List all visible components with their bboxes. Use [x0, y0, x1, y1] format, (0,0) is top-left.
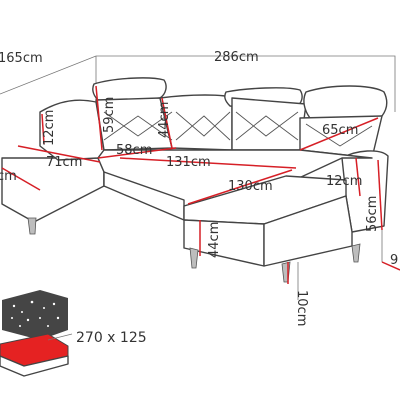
measure-right-arm	[355, 157, 361, 197]
sofa-outline	[1, 77, 389, 267]
measure-left-back	[95, 85, 103, 151]
measure-left-seat	[1, 167, 41, 191]
sofa-legs	[27, 217, 361, 283]
label-total-height: 56cm	[365, 196, 380, 232]
label-left-arm-height: 12cm	[42, 110, 57, 146]
chaise-side	[263, 195, 353, 267]
measure-left-arm	[41, 113, 45, 145]
quilting-stitches	[103, 111, 373, 147]
measure-cushion-width	[97, 147, 177, 159]
measurement-lines	[1, 85, 400, 284]
leg-left-front	[27, 217, 37, 235]
measure-right-depth	[381, 261, 400, 271]
bed-pointer-line	[47, 333, 73, 341]
label-leg-height: 10cm	[294, 290, 309, 326]
right-armrest	[341, 150, 389, 233]
left-armrest	[39, 99, 105, 161]
measure-chaise	[187, 169, 293, 205]
label-seat-width: 131cm	[166, 155, 211, 170]
bed-frame	[0, 355, 69, 377]
leg-chaise-right	[281, 261, 291, 283]
dimension-labels: 165cm 286cm 59cm 12cm 71cm cm 44cm 58cm …	[0, 50, 398, 326]
leg-right-back	[351, 243, 361, 263]
label-right-depth-stub: 9	[390, 253, 398, 268]
measure-total-height	[377, 159, 383, 231]
label-total-width: 286cm	[214, 50, 259, 65]
label-left-seat-depth: 71cm	[46, 155, 82, 170]
right-headrest	[303, 85, 388, 121]
mattress-block	[2, 290, 68, 340]
measure-right-back	[299, 117, 379, 151]
measure-seat-width	[119, 157, 297, 169]
measure-inner-back	[161, 97, 173, 149]
label-chaise-width: 130cm	[228, 179, 273, 194]
label-right-arm-height: 12cm	[326, 174, 362, 189]
bed-function-inset: 270 x 125	[0, 290, 147, 377]
label-left-back-height: 59cm	[102, 97, 117, 133]
bed-size-label: 270 x 125	[76, 330, 147, 346]
label-inner-back-height: 44cm	[157, 102, 172, 138]
label-left-seat-stub: cm	[0, 169, 17, 184]
label-seat-height: 44cm	[207, 222, 222, 258]
right-back-cushion	[231, 97, 307, 151]
label-cushion-width: 58cm	[116, 143, 152, 158]
label-right-back-width: 65cm	[322, 123, 358, 138]
label-left-depth: 165cm	[0, 51, 43, 66]
mattress-stars	[11, 300, 60, 327]
leg-chaise-left	[189, 247, 199, 269]
measure-left-seat-width	[17, 145, 101, 163]
